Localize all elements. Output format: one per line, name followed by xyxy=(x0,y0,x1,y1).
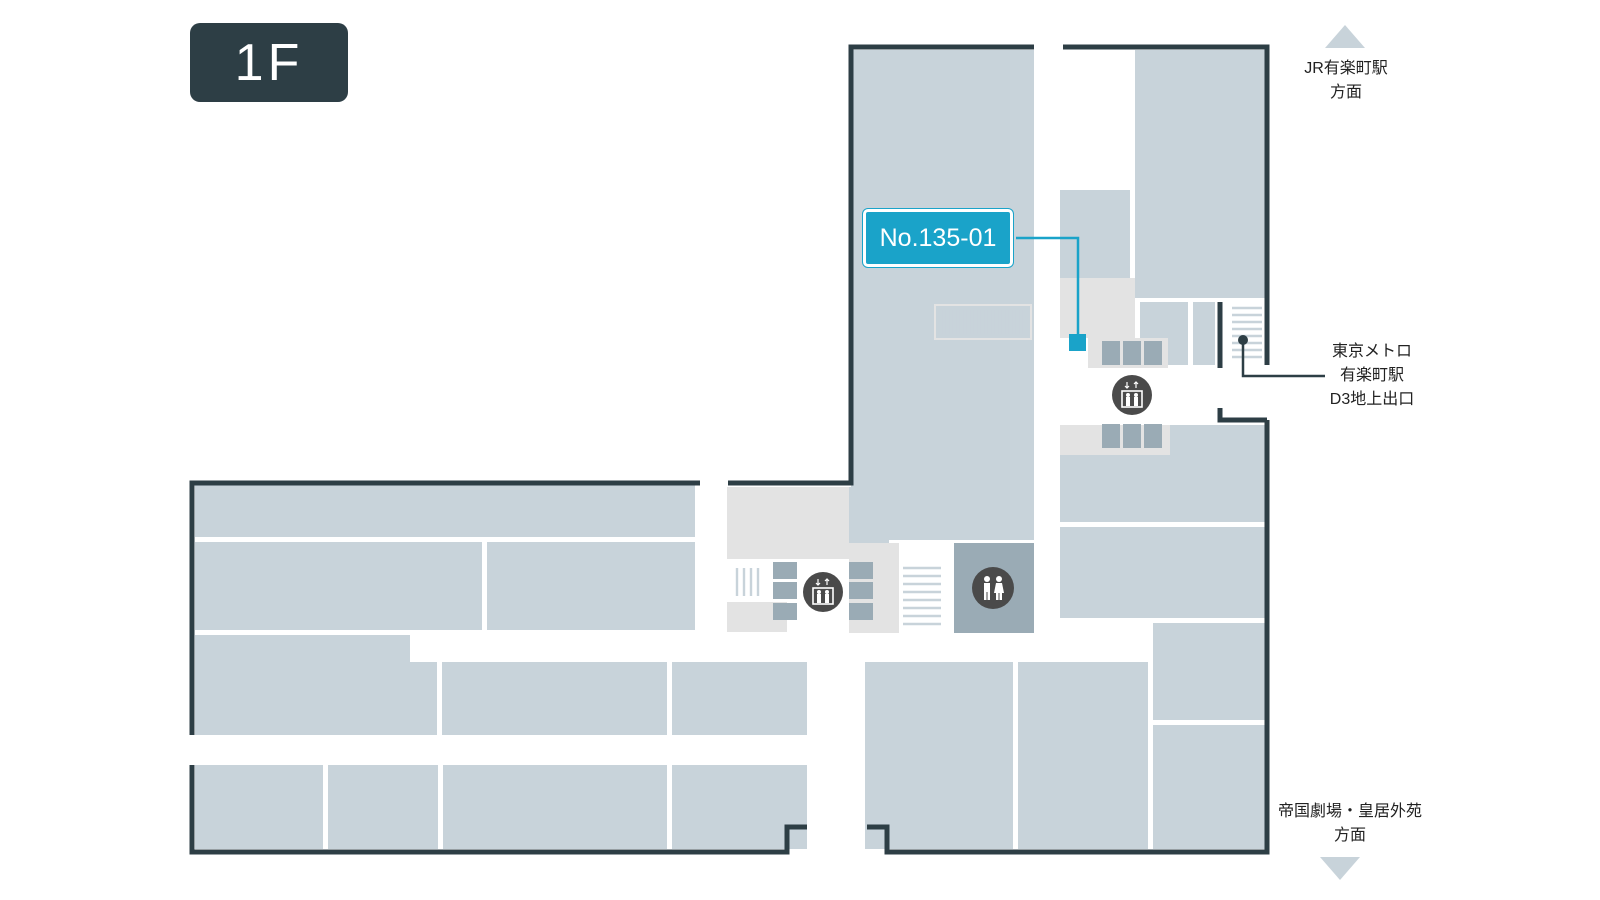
store-ne-small-3[interactable] xyxy=(1193,302,1215,365)
exit-marker xyxy=(1238,335,1248,345)
floor-badge: 1F xyxy=(190,23,348,102)
direction-label-exit: 東京メトロ 有楽町駅 D3地上出口 xyxy=(1312,340,1432,412)
store-west-5[interactable] xyxy=(442,662,667,735)
store-east-4[interactable] xyxy=(1153,725,1265,849)
store-west-4b[interactable] xyxy=(410,662,437,735)
store-northeast[interactable] xyxy=(1135,50,1265,298)
store-east-2[interactable] xyxy=(1060,527,1265,618)
store-east-3[interactable] xyxy=(1153,623,1265,720)
store-south-1[interactable] xyxy=(865,662,1013,849)
direction-exit-line3: D3地上出口 xyxy=(1329,391,1415,408)
shop-pointer-line xyxy=(1016,236,1080,340)
store-west-3[interactable] xyxy=(487,542,695,630)
direction-south-line1: 帝国劇場・皇居外苑 xyxy=(1277,803,1422,820)
store-west-9[interactable] xyxy=(443,765,667,849)
restroom-icon xyxy=(972,567,1014,609)
store-ne-small[interactable] xyxy=(1060,190,1130,278)
store-west-6[interactable] xyxy=(672,662,807,735)
direction-south-line2: 方面 xyxy=(1333,827,1366,844)
exit-pointer-line xyxy=(1241,340,1325,378)
shop-number-tag[interactable]: No.135-01 xyxy=(863,209,1013,267)
stairs-center xyxy=(903,566,941,626)
store-south-2[interactable] xyxy=(1018,662,1148,849)
store-west-8[interactable] xyxy=(328,765,438,849)
shop-location-marker[interactable] xyxy=(1069,334,1086,351)
stairs-west xyxy=(735,568,760,596)
arrow-down-icon xyxy=(1320,857,1360,880)
elevator-icon xyxy=(1112,375,1152,415)
store-west-2[interactable] xyxy=(195,542,482,630)
direction-exit-line1: 東京メトロ xyxy=(1331,343,1412,360)
stairs-north xyxy=(942,310,1023,334)
stairs-north-frame xyxy=(934,304,1032,340)
direction-label-south: 帝国劇場・皇居外苑 方面 xyxy=(1270,800,1430,848)
elevator-icon xyxy=(803,572,843,612)
store-west-1[interactable] xyxy=(195,485,695,537)
store-west-4[interactable] xyxy=(195,635,410,735)
store-west-7[interactable] xyxy=(195,765,323,849)
walls xyxy=(189,44,1270,855)
direction-north-line2: 方面 xyxy=(1329,84,1362,101)
direction-north-line1: JR有楽町駅 xyxy=(1304,60,1388,77)
direction-label-north: JR有楽町駅 方面 xyxy=(1286,57,1406,105)
elevator-cars xyxy=(773,341,1162,620)
arrow-up-icon xyxy=(1325,25,1365,48)
store-central-tall[interactable] xyxy=(851,50,1034,540)
stairs-exit xyxy=(1232,306,1262,359)
direction-exit-line2: 有楽町駅 xyxy=(1339,367,1404,384)
